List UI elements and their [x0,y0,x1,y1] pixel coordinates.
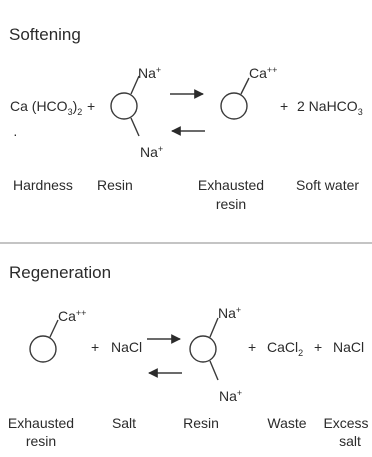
regeneration-salt: NaCl [111,339,142,355]
regeneration-label-resin: Resin [183,415,219,431]
softening-plus-1: + [87,98,95,114]
regeneration-resin-bottom-ion: Na+ [219,388,242,404]
regeneration-title: Regeneration [9,263,111,282]
regeneration-label-excess-2: salt [339,433,361,449]
softening-plus-2: + [280,98,288,114]
regeneration-label-salt: Salt [112,415,136,431]
softening-label-hardness: Hardness [13,177,73,193]
regeneration-resin-bottom-arm [209,360,219,381]
regeneration-excess: NaCl [333,339,364,355]
softening-reactant: Ca (HCO3)2 [10,98,82,117]
softening-label-resin: Resin [97,177,133,193]
regeneration-plus-3: + [314,339,322,355]
softening-resin-bottom-arm [130,117,140,137]
softening-exhausted-arm [240,77,250,95]
softening-label-soft-water: Soft water [296,177,359,193]
regeneration-ion: Ca++ [58,308,86,324]
softening-resin-bottom-ion: Na+ [140,144,163,160]
softening-resin-bead [110,92,138,120]
regeneration-exhausted-arm [49,319,59,338]
softening-label-exhausted-2: resin [216,196,246,212]
regeneration-plus-1: + [91,339,99,355]
regeneration-label-exhausted-2: resin [26,433,56,449]
softening-title: Softening [9,25,81,44]
regeneration-label-waste: Waste [267,415,306,431]
softening-exhausted-bead [220,92,248,120]
softening-product-2: 2 NaHCO3 [297,98,363,117]
regeneration-label-exhausted-1: Exhausted [8,415,74,431]
regeneration-label-excess-1: Excess [323,415,368,431]
softening-resin-top-ion: Na+ [138,65,161,81]
regeneration-exhausted-bead [29,335,57,363]
softening-label-exhausted-1: Exhausted [198,177,264,193]
regeneration-section: Regeneration Ca++ + NaCl Na+ Na+ + CaCl2… [8,263,369,449]
regeneration-resin-top-ion: Na+ [218,305,241,321]
softening-section: Softening Ca (HCO3)2 · + Na+ Na+ Ca++ + … [9,25,363,212]
softening-dot: · [13,126,18,142]
softening-product-ion: Ca++ [249,65,277,81]
softening-resin-top-arm [130,75,140,95]
regeneration-waste: CaCl2 [267,339,303,358]
regeneration-resin-top-arm [209,317,219,338]
regeneration-resin-bead [189,335,217,363]
regeneration-plus-2: + [248,339,256,355]
